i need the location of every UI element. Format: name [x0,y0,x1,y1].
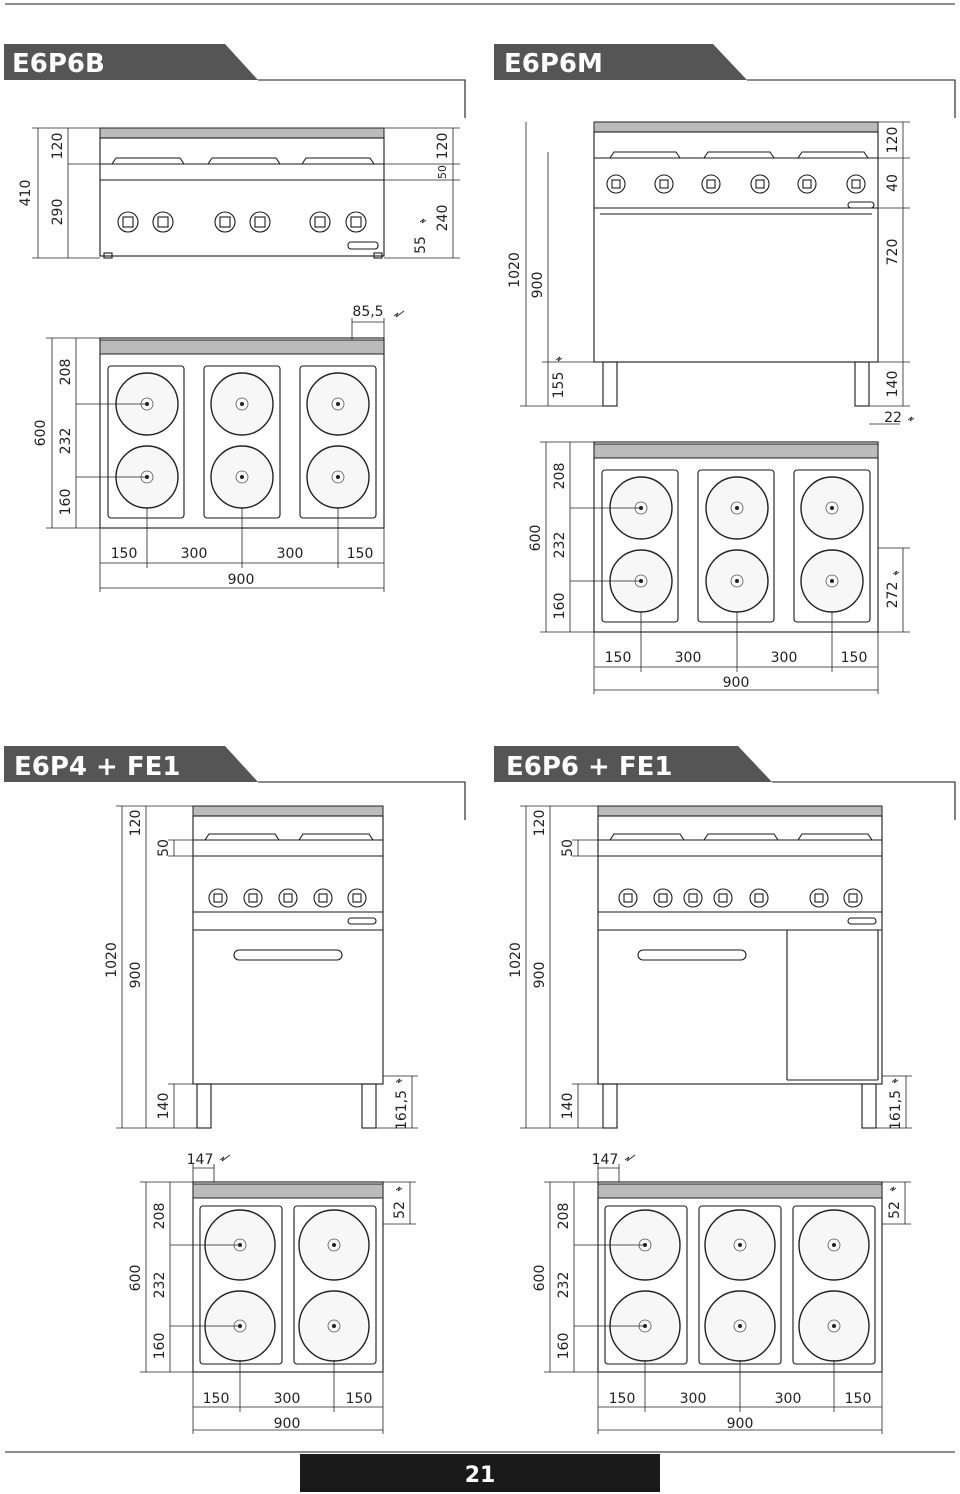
dim-label: 720 [885,239,901,266]
dim-label: 900 [723,675,750,691]
dim-label: 900 [530,272,546,299]
dim-label: 161,5 [394,1090,410,1130]
dim-label: 150 [203,1391,230,1407]
dim-label: 161,5 [888,1090,904,1130]
title-banner-e6p6b: E6P6B [4,44,466,118]
dim-label: 147 [187,1152,214,1168]
page-number: 21 [465,1463,496,1488]
dim-label: 900 [274,1416,301,1432]
dim-label: 120 [532,810,548,837]
dim-label: 300 [680,1391,707,1407]
dim-label: 232 [556,1272,572,1299]
dim-label: 300 [771,650,798,666]
dim-label: 140 [156,1093,172,1120]
dim-label: 40 [885,174,901,192]
hotplate-icon [115,372,370,509]
dim-label: 240 [435,205,451,232]
dim-label: 150 [845,1391,872,1407]
dim-label: 208 [58,359,74,386]
dim-label: 160 [556,1333,572,1360]
dim-label: 900 [532,962,548,989]
oven-handle [233,949,343,961]
dim-label: 160 [152,1333,168,1360]
dim-label: 140 [885,371,901,398]
dim-label: 150 [111,546,138,562]
dim-label: 150 [605,650,632,666]
dim-label: 120 [435,133,451,160]
e6p6m-top-view: 600 208 232 160 272 150 300 300 150 900 [528,441,910,694]
dim-label: 300 [277,546,304,562]
control-knob-icon [208,888,367,908]
dim-label: 22 [884,410,902,426]
dim-label: 300 [181,546,208,562]
dim-label: 208 [552,463,568,490]
dim-label: 140 [560,1093,576,1120]
dim-label: 232 [152,1272,168,1299]
e6p4-fe1-top-view: 147 600 208 232 160 52 150 300 [128,1152,416,1434]
dim-label: 120 [885,127,901,154]
dim-label: 85,5 [352,304,383,320]
dim-label: 52 [887,1201,903,1219]
dim-label: 232 [58,428,74,455]
control-knob-icon [117,211,367,233]
dim-label: 900 [228,572,255,588]
dim-label: 1020 [104,942,120,978]
dim-label: 52 [392,1201,408,1219]
dim-label: 1020 [508,942,524,978]
section-title: E6P6B [12,49,105,79]
dim-label: 1020 [507,252,523,288]
dim-label: 160 [552,593,568,620]
e6p6b-top-view: 85,5 600 208 232 160 150 300 300 [33,304,405,592]
dim-label: 300 [274,1391,301,1407]
dim-label: 600 [33,420,49,447]
dim-label: 208 [556,1203,572,1230]
page-number-box: 21 [300,1454,660,1492]
hotplate-icon [609,476,864,613]
title-banner-e6p6-fe1: E6P6 + FE1 [494,746,956,820]
section-title: E6P4 + FE1 [14,752,181,782]
dim-label: 120 [50,133,66,160]
dim-label: 600 [128,1265,144,1292]
dim-label: 50 [560,839,576,857]
dim-label: 150 [347,546,374,562]
dim-label: 410 [18,180,34,207]
e6p6m-front-view: 1020 900 155 120 40 720 140 22 [507,121,915,426]
oven-handle [637,949,747,961]
control-knob-icon [618,888,863,908]
hotplate-icon [609,1209,870,1362]
dim-label: 155 [551,372,567,399]
dim-label: 208 [152,1203,168,1230]
e6p6-fe1-front-view: 120 50 1020 900 140 161,5 [508,805,912,1130]
dim-label: 600 [532,1265,548,1292]
dim-label: 150 [609,1391,636,1407]
dim-label: 300 [775,1391,802,1407]
dim-label: 147 [592,1152,619,1168]
title-banner-e6p4-fe1: E6P4 + FE1 [4,746,466,820]
section-title: E6P6M [504,49,603,79]
control-knob-icon [606,174,866,194]
dim-label: 120 [128,810,144,837]
dim-label: 50 [156,839,172,857]
dim-label: 55 [413,236,429,254]
dim-label: 600 [528,525,544,552]
dim-label: 50 [436,165,449,179]
dim-label: 272 [885,582,901,609]
section-title: E6P6 + FE1 [506,752,673,782]
e6p6-fe1-top-view: 147 600 208 232 160 52 [532,1152,911,1434]
dim-label: 232 [552,532,568,559]
dim-label: 900 [727,1416,754,1432]
e6p4-fe1-front-view: 120 50 1020 900 140 161,5 [104,805,418,1130]
dim-label: 150 [346,1391,373,1407]
dim-label: 900 [128,962,144,989]
dim-label: 150 [841,650,868,666]
dim-label: 300 [675,650,702,666]
title-banner-e6p6m: E6P6M [494,44,956,118]
dim-label: 290 [50,199,66,226]
hotplate-icon [204,1209,370,1362]
dim-label: 160 [58,489,74,516]
e6p6b-front-view: 410 120 290 120 50 240 55 [18,127,460,259]
